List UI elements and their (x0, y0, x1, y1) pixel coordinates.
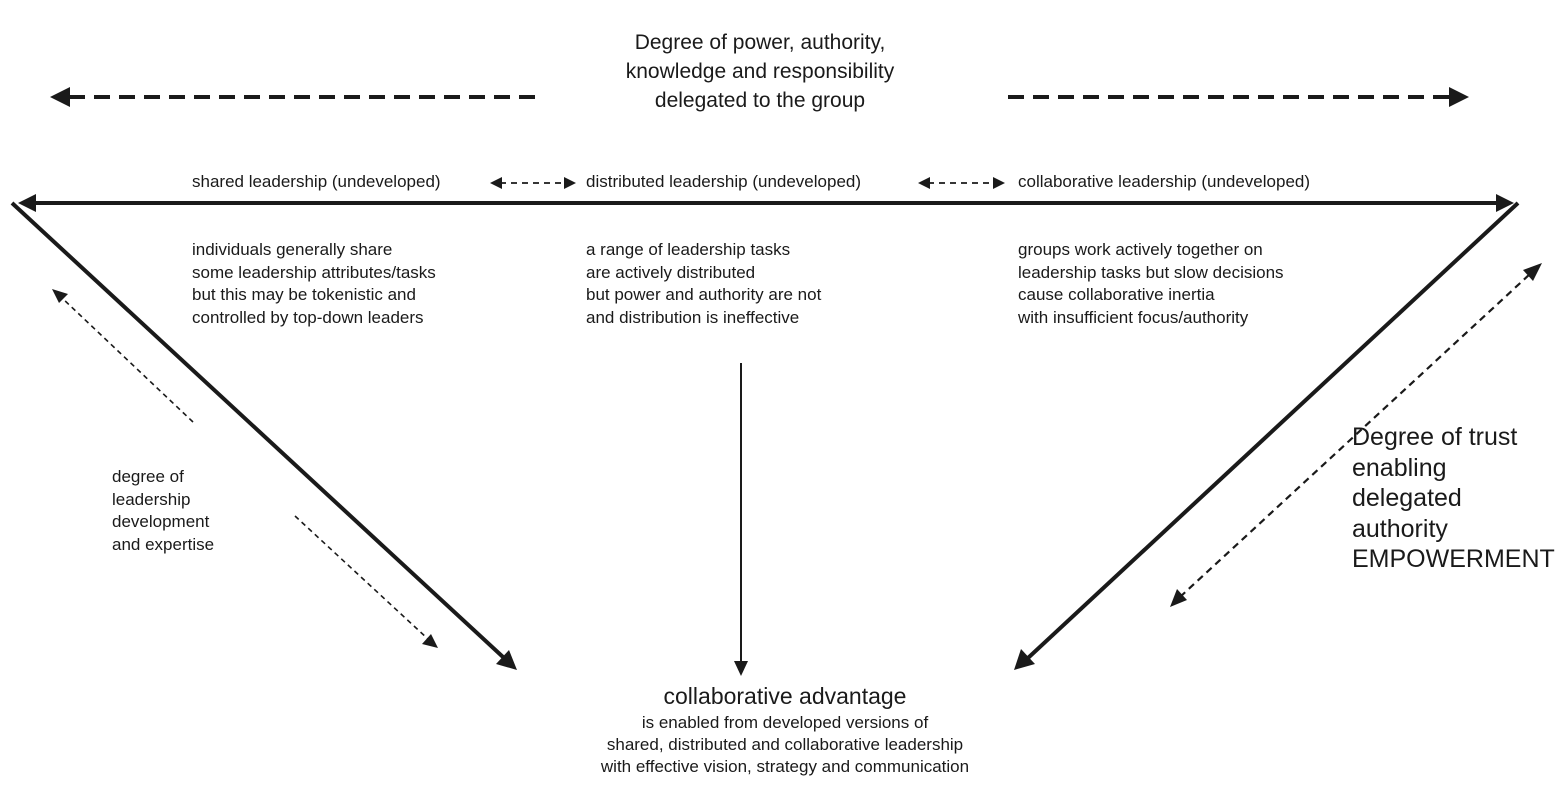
spectrum-arrowhead-left-icon (18, 194, 36, 212)
distributed-leadership-description: a range of leadership tasks are actively… (586, 239, 821, 329)
development-note-line: leadership (112, 489, 191, 509)
right-diagonal-arrowhead-icon (1014, 649, 1035, 670)
center-arrowhead-icon (734, 661, 748, 676)
trust-arrowhead-down-icon (1170, 589, 1187, 607)
collaborative-leadership-description: groups work actively together on leaders… (1018, 239, 1284, 329)
right-diagonal-arrow (1026, 201, 1520, 660)
development-arrow-up-dashed (61, 297, 194, 423)
collaborative-advantage-title: collaborative advantage (663, 683, 907, 709)
development-note: degree of leadership development and exp… (112, 466, 214, 556)
trust-note-line: authority (1352, 514, 1448, 543)
link-arrowhead-icon (918, 177, 930, 189)
outcome-line: shared, distributed and collaborative le… (606, 735, 964, 754)
development-arrowhead-up-icon (52, 289, 68, 303)
power-delegation-heading: Degree of power, authority, knowledge an… (560, 28, 960, 115)
description-line: are actively distributed (586, 262, 756, 282)
description-line: some leadership attributes/tasks (192, 262, 436, 282)
description-line: with insufficient focus/authority (1018, 307, 1249, 327)
description-line: leadership tasks but slow decisions (1018, 262, 1284, 282)
trust-arrowhead-up-icon (1523, 263, 1542, 281)
left-diagonal-arrow (10, 201, 505, 659)
trust-note-line: EMPOWERMENT (1352, 545, 1555, 573)
trust-note-line: enabling (1352, 453, 1447, 482)
link-arrowhead-icon (993, 177, 1005, 189)
description-line: but this may be tokenistic and (192, 285, 416, 304)
link-arrowhead-icon (490, 177, 502, 189)
collaborative-advantage-block: collaborative advantage is enabled from … (540, 680, 1030, 778)
spectrum-arrowhead-right-icon (1496, 194, 1514, 212)
development-note-line: and expertise (112, 534, 215, 554)
description-line: groups work actively together on (1018, 240, 1263, 259)
trust-note: Degree of trust enabling delegated autho… (1352, 422, 1555, 575)
description-line: and distribution is ineffective (586, 307, 800, 327)
outcome-line: with effective vision, strategy and comm… (600, 757, 970, 776)
power-heading-line: Degree of power, authority, (634, 31, 886, 54)
trust-arrow-dashed (1179, 273, 1531, 598)
development-arrowhead-down-icon (422, 634, 438, 648)
power-heading-line: delegated to the group (654, 89, 866, 112)
trust-note-line: Degree of trust (1352, 423, 1518, 451)
distributed-leadership-label: distributed leadership (undeveloped) (586, 172, 862, 191)
collaborative-leadership-label: collaborative leadership (undeveloped) (1018, 172, 1311, 191)
shared-leadership-description: individuals generally share some leaders… (192, 239, 436, 329)
power-arrowhead-left-icon (50, 87, 70, 107)
development-arrow-down-dashed (294, 515, 429, 640)
development-note-line: development (112, 512, 210, 531)
trust-note-line: delegated (1352, 484, 1462, 512)
description-line: but power and authority are not (586, 285, 822, 304)
description-line: cause collaborative inertia (1018, 285, 1215, 304)
description-line: controlled by top-down leaders (192, 307, 424, 327)
power-arrowhead-right-icon (1449, 87, 1469, 107)
left-diagonal-arrowhead-icon (496, 650, 517, 670)
description-line: individuals generally share (192, 240, 393, 259)
power-heading-line: knowledge and responsibility (625, 60, 895, 83)
description-line: a range of leadership tasks (586, 240, 791, 259)
link-arrowhead-icon (564, 177, 576, 189)
shared-leadership-label: shared leadership (undeveloped) (192, 172, 441, 191)
development-note-line: degree of (112, 467, 184, 486)
outcome-line: is enabled from developed versions of (641, 713, 929, 732)
